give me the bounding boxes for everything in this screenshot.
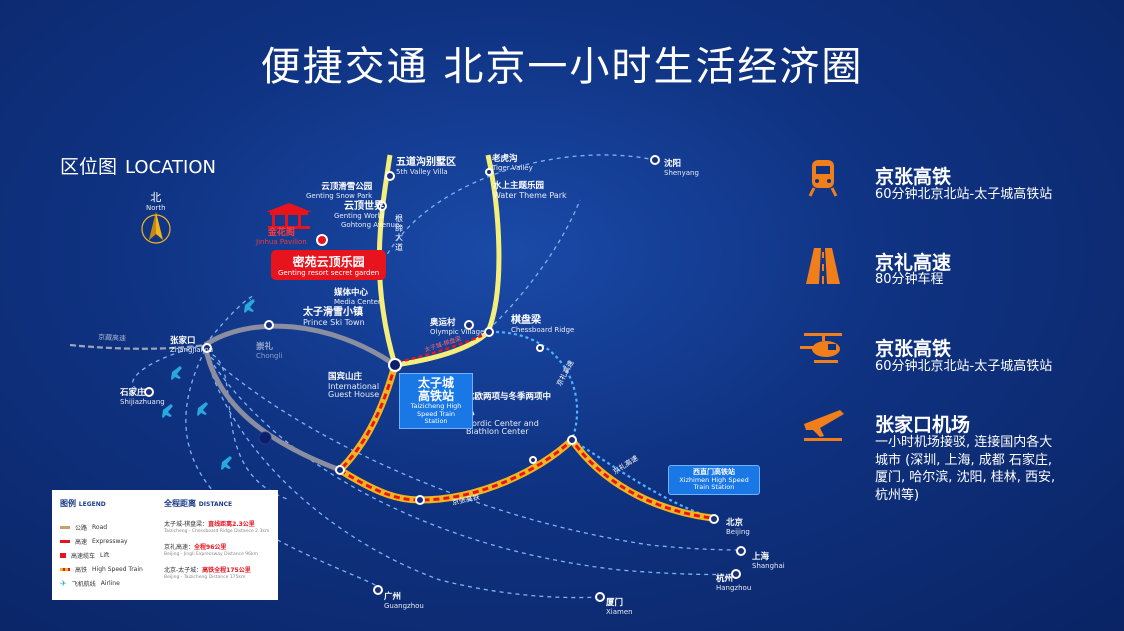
station-dots [144, 155, 746, 602]
compass-icon [141, 212, 171, 244]
helicopter-icon [800, 333, 842, 363]
page-title: 便捷交通 北京一小时生活经济圈 [260, 44, 864, 90]
legend-title: 图例 LEGEND [60, 499, 106, 508]
place-nordic: 北欧两项与冬季两项中心Nordic Center and Biathlon Ce… [466, 392, 552, 436]
xizhimen-station-tag: 西直门高铁站 Xizhimen High Speed Train Station [668, 465, 760, 495]
train-icon [808, 160, 838, 197]
jingli-expressway [489, 330, 579, 441]
highway-icon [806, 248, 840, 284]
plane-icon [804, 410, 844, 441]
highway-label: 京藏高速 [97, 333, 127, 343]
place-avenue-cn: 根缔大道 [395, 214, 403, 252]
pavilion-icon [266, 203, 312, 229]
place-avenue: Gohtong Avenue [341, 221, 400, 229]
road-gray [203, 323, 397, 368]
high-speed-rail [334, 364, 713, 522]
taizicheng-station-tag: 太子城 高铁站 Taizicheng High Speed Train Stat… [399, 373, 473, 429]
distance-title: 全程距离 DISTANCE [164, 499, 233, 508]
plane-markers [162, 299, 255, 470]
jingzang-highway [69, 343, 206, 350]
